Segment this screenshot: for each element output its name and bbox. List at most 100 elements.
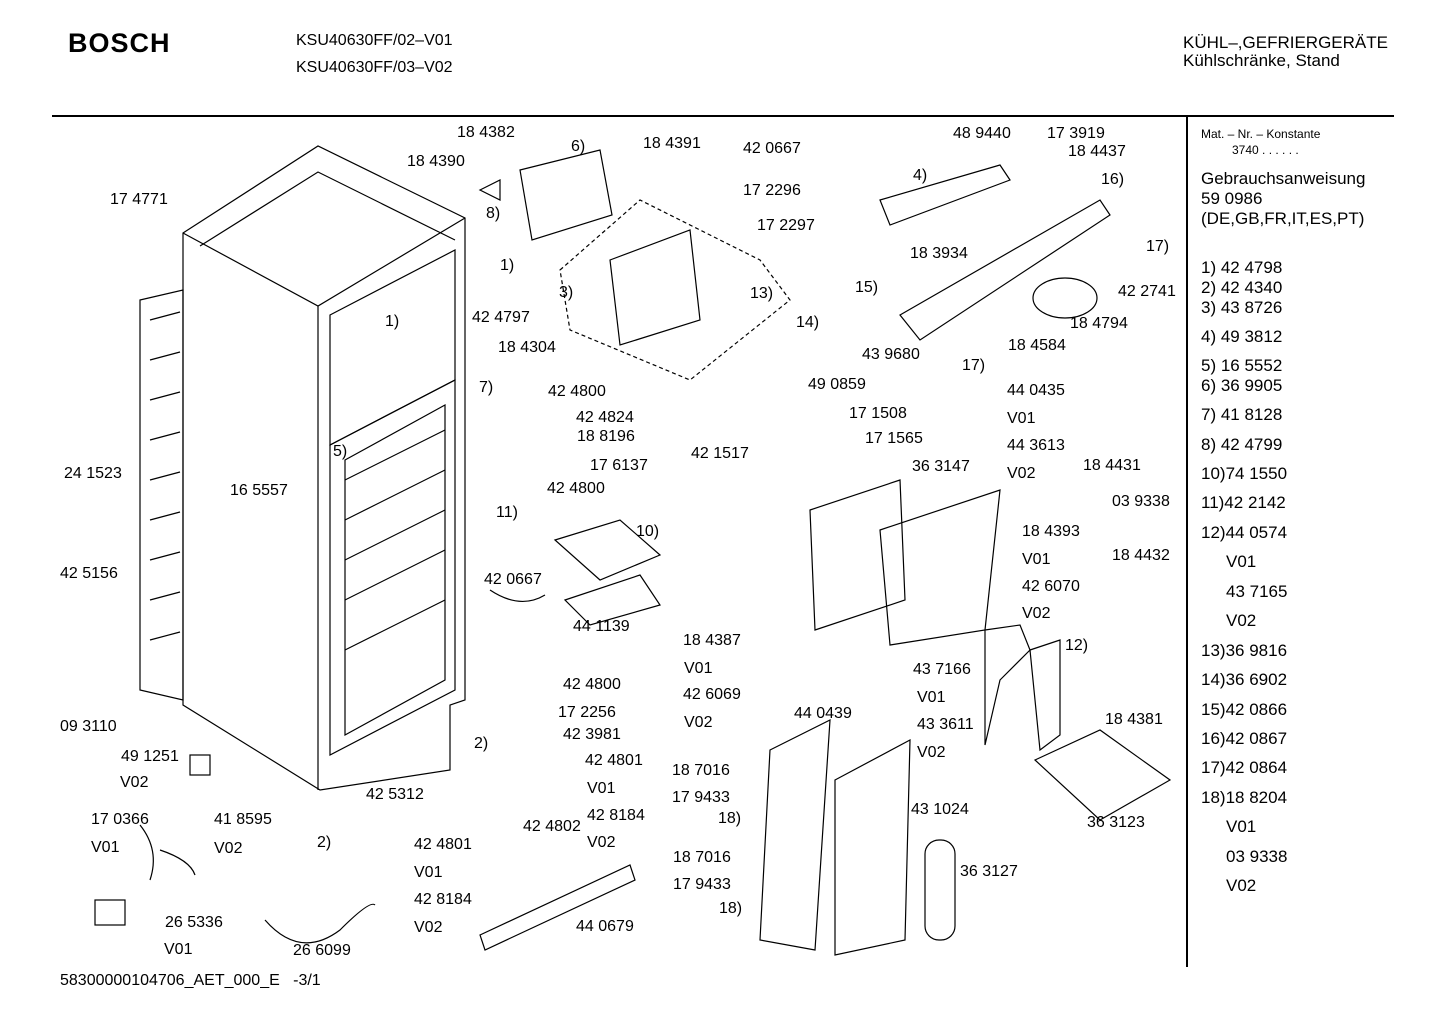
part-label: 26 6099 — [293, 942, 351, 959]
part-label: 6) — [571, 138, 586, 155]
sidebar-part-item: 10)74 1550 — [1201, 464, 1288, 483]
part-label: 8) — [486, 205, 501, 222]
part-label: 42 8184 — [414, 891, 472, 908]
footer-page: -3/1 — [293, 972, 321, 989]
part-label: 42 8184 — [587, 807, 645, 824]
model-number-1: KSU40630FF/02–V01 — [296, 32, 453, 49]
sidebar-part-item: 16)42 0867 — [1201, 729, 1288, 748]
sidebar-part-item: 14)36 6902 — [1201, 670, 1288, 689]
sidebar-part-item: 8) 42 4799 — [1201, 435, 1283, 454]
part-label: 43 7166 — [913, 661, 971, 678]
part-label: 42 0667 — [484, 571, 542, 588]
part-label: 44 0439 — [794, 705, 852, 722]
part-label: 44 0435 — [1007, 382, 1065, 399]
part-label: 42 4800 — [563, 676, 621, 693]
part-label: 18) — [719, 900, 743, 917]
part-label: V01 — [684, 660, 713, 677]
part-label: 10) — [636, 523, 660, 540]
part-label: 09 3110 — [60, 718, 117, 735]
part-label: 18 4393 — [1022, 523, 1080, 540]
part-label: 2) — [317, 834, 332, 851]
part-label: 7) — [479, 379, 494, 396]
category-subtitle: Kühlschränke, Stand — [1183, 51, 1340, 70]
part-label: 17 1508 — [849, 405, 907, 422]
sidebar-part-item: 17)42 0864 — [1201, 758, 1288, 777]
part-label: 18 4431 — [1083, 457, 1141, 474]
part-label: 17) — [1146, 238, 1170, 255]
part-label: V02 — [587, 834, 616, 851]
part-label: 15) — [855, 279, 879, 296]
part-label: 49 1251 — [121, 748, 179, 765]
sidebar-part-item: 6) 36 9905 — [1201, 376, 1283, 395]
sidebar-divider — [1186, 117, 1188, 967]
part-label: V01 — [414, 864, 443, 881]
part-label: 1) — [500, 257, 515, 274]
part-label: 16) — [1101, 171, 1125, 188]
constant-value: 3740 . . . . . . — [1232, 143, 1299, 157]
part-label: 42 4797 — [472, 309, 530, 326]
sidebar-part-item: 3) 43 8726 — [1201, 298, 1283, 317]
part-label: 3) — [559, 284, 574, 301]
part-label: 17 2296 — [743, 182, 801, 199]
sidebar-part-item: 1) 42 4798 — [1201, 258, 1283, 277]
part-label: 13) — [750, 285, 774, 302]
part-label: 17 9433 — [673, 876, 731, 893]
sidebar-part-item: 15)42 0866 — [1201, 700, 1288, 719]
part-label: 17) — [962, 357, 986, 374]
part-label: 18 4437 — [1068, 143, 1126, 160]
part-label: 18 7016 — [672, 762, 730, 779]
part-label: V02 — [917, 744, 946, 761]
part-label: V02 — [684, 714, 713, 731]
part-label: 18 3934 — [910, 245, 968, 262]
sidebar-part-item: 03 9338 — [1226, 847, 1288, 866]
part-label: 18 4382 — [457, 124, 515, 141]
part-label: 18) — [718, 810, 742, 827]
manual-number: 59 0986 — [1201, 189, 1263, 208]
part-label: 41 8595 — [214, 811, 272, 828]
part-label: V02 — [1022, 605, 1051, 622]
part-label: V02 — [1007, 465, 1036, 482]
evaporator-drawing — [519, 149, 791, 381]
sidebar-part-item: V02 — [1226, 876, 1257, 895]
part-label: 17 6137 — [590, 457, 648, 474]
fridge-cabinet-drawing — [139, 145, 466, 791]
part-label: 42 6069 — [683, 686, 741, 703]
part-label: 26 5336 — [165, 914, 223, 931]
part-label: V01 — [587, 780, 616, 797]
part-label: 36 3147 — [912, 458, 970, 475]
sidebar-part-item: 18)18 8204 — [1201, 788, 1288, 807]
part-label: 17 2297 — [757, 217, 815, 234]
sidebar-part-item: V02 — [1226, 611, 1257, 630]
part-label: 44 3613 — [1007, 437, 1065, 454]
constant-label: Mat. – Nr. – Konstante — [1201, 127, 1321, 141]
part-label: 18 4390 — [407, 153, 465, 170]
part-label: 36 3127 — [960, 863, 1018, 880]
part-label: V02 — [120, 774, 149, 791]
part-label: 42 5156 — [60, 565, 118, 582]
part-label: 17 9433 — [672, 789, 730, 806]
header-divider — [52, 115, 1394, 117]
part-label: 42 0667 — [743, 140, 801, 157]
sidebar-part-item: 12)44 0574 — [1201, 523, 1288, 542]
part-label: 42 4800 — [548, 383, 606, 400]
part-label: 18 4794 — [1070, 315, 1128, 332]
footer-code: 58300000104706_AET_000_E — [60, 972, 280, 989]
door-panels-drawing — [479, 479, 1172, 956]
part-label: 48 9440 — [953, 125, 1011, 142]
part-label: V01 — [1007, 410, 1036, 427]
part-label: 24 1523 — [64, 465, 122, 482]
part-label: 42 4801 — [414, 836, 472, 853]
part-label: 5) — [333, 443, 348, 460]
part-label: 18 4584 — [1008, 337, 1066, 354]
sidebar-part-item: 2) 42 4340 — [1201, 278, 1283, 297]
part-label: 42 4800 — [547, 480, 605, 497]
part-label: 17 3919 — [1047, 125, 1105, 142]
part-label: 17 1565 — [865, 430, 923, 447]
footer-document-code: 58300000104706_AET_000_E -3/1 — [60, 972, 321, 990]
part-label: 18 7016 — [673, 849, 731, 866]
sidebar-part-item: 43 7165 — [1226, 582, 1288, 601]
part-label: 18 4381 — [1105, 711, 1163, 728]
part-label: 42 2741 — [1118, 283, 1176, 300]
part-label: 17 2256 — [558, 704, 616, 721]
